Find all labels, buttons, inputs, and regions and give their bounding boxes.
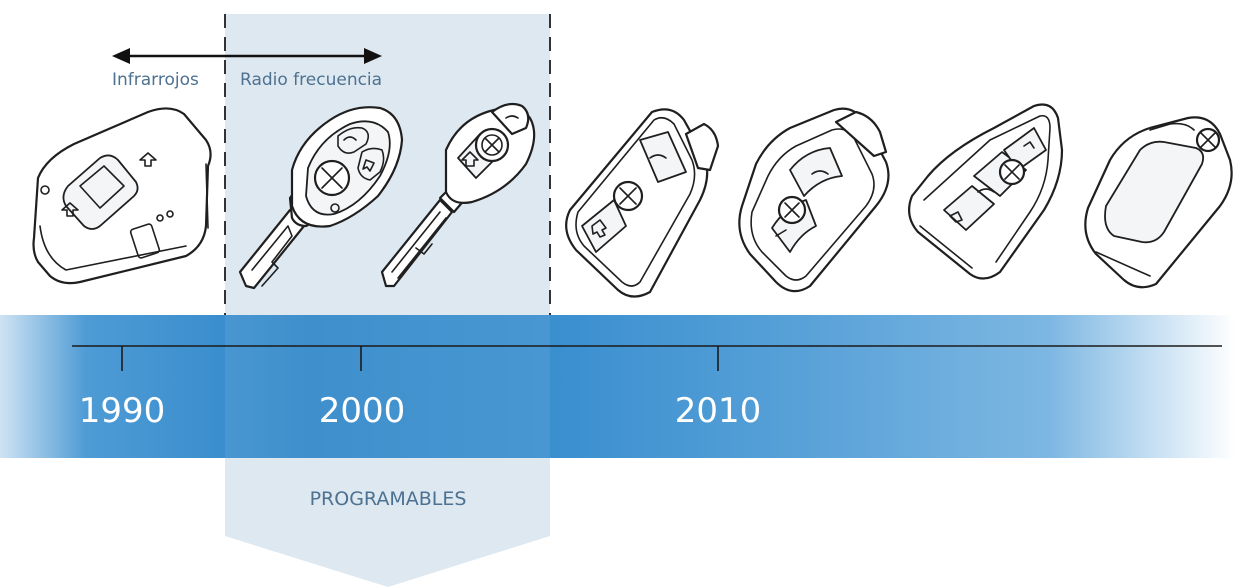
infrared-remote-key-icon [32,107,212,285]
highlight-band-overlay [225,315,550,458]
infrared-label: Infrarrojos [112,70,199,90]
double-arrow-icon [112,48,382,64]
smart-key-2010-icon [565,108,720,298]
diamond-key-icon [380,102,536,288]
year-label-1990: 1990 [79,391,166,431]
flip-key-icon [238,106,404,290]
year-label-2000: 2000 [319,391,406,431]
year-label-2010: 2010 [675,391,762,431]
programmable-label: PROGRAMABLES [310,488,467,510]
display-key-icon [1084,116,1233,289]
radio-frequency-label: Radio frecuencia [240,70,382,90]
smart-key-2017-icon [907,103,1064,280]
timeline-band [0,315,1235,458]
smart-key-2013-icon [738,107,890,293]
